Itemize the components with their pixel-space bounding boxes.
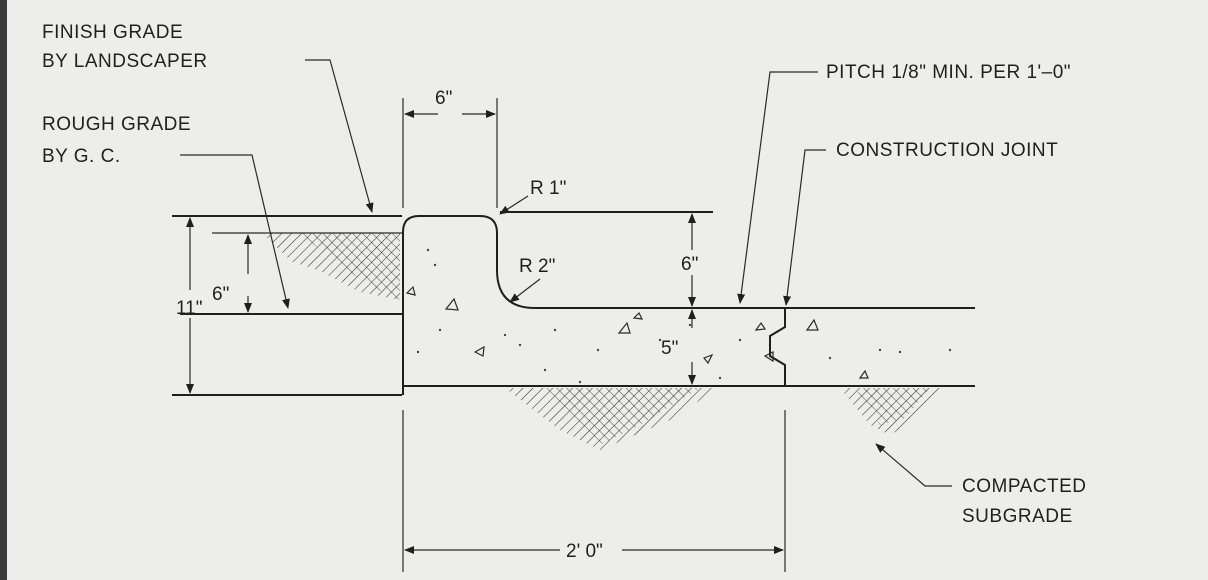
r1-leader	[499, 195, 529, 215]
compacted-label-2: SUBGRADE	[962, 506, 1073, 527]
soil-hatch-left	[262, 233, 400, 300]
frame-border	[0, 0, 7, 580]
construction-joint-key	[769, 308, 786, 386]
dim-curb-rise-label: 6"	[681, 254, 698, 275]
finish-grade-leader	[305, 59, 374, 213]
compacted-label-1: COMPACTED	[962, 476, 1086, 497]
rough-grade-leader	[180, 154, 290, 309]
construction-joint-leader	[783, 149, 826, 306]
dim-total-depth-label: 11"	[176, 298, 202, 319]
pitch-leader	[737, 71, 818, 304]
finish-grade-label-1: FINISH GRADE	[42, 22, 183, 43]
dim-curb-width-label: 6"	[435, 88, 452, 109]
r2-leader	[509, 278, 541, 303]
pitch-label: PITCH 1/8" MIN. PER 1'–0"	[826, 62, 1071, 83]
soil-hatch-center	[505, 388, 718, 450]
compacted-leader	[875, 443, 952, 487]
dim-gutter-width-label: 2' 0"	[566, 541, 603, 562]
dim-curb-width	[402, 98, 498, 208]
finish-grade-label-2: BY LANDSCAPER	[42, 51, 208, 72]
dim-top-radius-label: R 1"	[530, 178, 566, 199]
rough-grade-label-2: BY G. C.	[42, 146, 121, 167]
concrete-speckle	[405, 248, 952, 384]
dim-inner-radius-label: R 2"	[519, 256, 555, 277]
dim-grade-drop-label: 6"	[212, 284, 229, 305]
dim-gutter-width	[402, 410, 786, 572]
soil-hatch-right	[840, 388, 940, 435]
rough-grade-label-1: ROUGH GRADE	[42, 114, 191, 135]
curb-profile	[402, 215, 975, 395]
construction-joint-label: CONSTRUCTION JOINT	[836, 140, 1058, 161]
dim-slab-thickness-label: 5"	[661, 338, 678, 359]
